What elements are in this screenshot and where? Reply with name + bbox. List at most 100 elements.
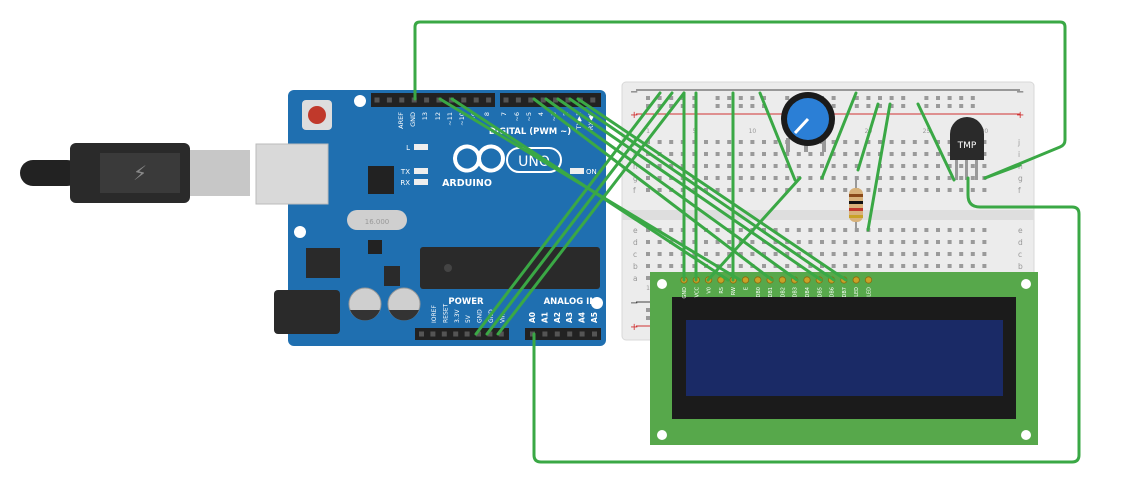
breadboard-rail-hole[interactable]	[750, 104, 755, 108]
wire[interactable]	[496, 91, 686, 336]
wire[interactable]	[532, 176, 1081, 464]
breadboard-hole[interactable]	[901, 188, 906, 192]
breadboard-rail-hole[interactable]	[878, 104, 882, 108]
breadboard-hole[interactable]	[727, 176, 732, 180]
breadboard-hole[interactable]	[762, 264, 766, 268]
breadboard-rail-hole[interactable]	[715, 96, 720, 100]
breadboard-hole[interactable]	[820, 188, 824, 192]
breadboard-hole[interactable]	[750, 240, 755, 244]
breadboard-hole[interactable]	[889, 140, 894, 144]
header-pin[interactable]	[503, 97, 509, 103]
breadboard-rail-hole[interactable]	[831, 96, 836, 100]
breadboard-hole[interactable]	[704, 140, 708, 144]
breadboard-hole[interactable]	[773, 140, 778, 144]
breadboard-hole[interactable]	[843, 240, 848, 244]
breadboard-hole[interactable]	[762, 152, 766, 156]
header-pin[interactable]	[386, 97, 392, 103]
breadboard-hole[interactable]	[796, 152, 801, 156]
breadboard-hole[interactable]	[982, 188, 987, 192]
breadboard-hole[interactable]	[738, 228, 743, 232]
breadboard-rail-hole[interactable]	[646, 316, 650, 320]
breadboard-hole[interactable]	[657, 164, 662, 168]
breadboard-hole[interactable]	[738, 152, 743, 156]
breadboard-hole[interactable]	[704, 188, 708, 192]
header-pin[interactable]	[464, 331, 470, 337]
lcd-pin[interactable]	[852, 276, 860, 284]
breadboard-hole[interactable]	[785, 176, 790, 180]
breadboard-hole[interactable]	[854, 164, 859, 168]
breadboard-hole[interactable]	[669, 228, 674, 232]
breadboard-hole[interactable]	[959, 264, 964, 268]
breadboard-hole[interactable]	[970, 176, 975, 180]
breadboard-hole[interactable]	[854, 252, 859, 256]
breadboard-hole[interactable]	[970, 252, 975, 256]
temperature-sensor[interactable]: TMP	[950, 117, 984, 180]
header-pin[interactable]	[461, 97, 467, 103]
breadboard-hole[interactable]	[704, 164, 708, 168]
breadboard-hole[interactable]	[657, 240, 662, 244]
breadboard-hole[interactable]	[901, 228, 906, 232]
breadboard-hole[interactable]	[750, 252, 755, 256]
breadboard-hole[interactable]	[727, 240, 732, 244]
breadboard-hole[interactable]	[646, 164, 650, 168]
breadboard-hole[interactable]	[982, 252, 987, 256]
breadboard-hole[interactable]	[657, 188, 662, 192]
breadboard-hole[interactable]	[704, 252, 708, 256]
breadboard-hole[interactable]	[843, 188, 848, 192]
breadboard-rail-hole[interactable]	[947, 96, 952, 100]
breadboard-hole[interactable]	[762, 228, 766, 232]
breadboard-hole[interactable]	[796, 252, 801, 256]
breadboard-rail-hole[interactable]	[646, 308, 650, 312]
header-pin[interactable]	[540, 97, 546, 103]
breadboard-hole[interactable]	[669, 140, 674, 144]
breadboard-hole[interactable]	[889, 188, 894, 192]
breadboard-hole[interactable]	[773, 152, 778, 156]
breadboard-rail-hole[interactable]	[970, 96, 975, 100]
wire[interactable]	[576, 97, 848, 282]
breadboard-hole[interactable]	[820, 164, 824, 168]
wire[interactable]	[820, 91, 858, 180]
breadboard-hole[interactable]	[715, 164, 720, 168]
breadboard-hole[interactable]	[970, 228, 975, 232]
breadboard-hole[interactable]	[901, 252, 906, 256]
breadboard-hole[interactable]	[924, 240, 929, 244]
wire[interactable]	[706, 176, 802, 282]
breadboard-hole[interactable]	[715, 228, 720, 232]
breadboard-hole[interactable]	[843, 140, 848, 144]
breadboard-hole[interactable]	[808, 164, 813, 168]
breadboard-hole[interactable]	[912, 252, 917, 256]
breadboard-hole[interactable]	[762, 176, 766, 180]
breadboard-hole[interactable]	[924, 264, 929, 268]
breadboard-hole[interactable]	[970, 164, 975, 168]
breadboard-hole[interactable]	[901, 240, 906, 244]
breadboard-rail-hole[interactable]	[669, 104, 674, 108]
breadboard-hole[interactable]	[936, 164, 940, 168]
breadboard-hole[interactable]	[738, 188, 743, 192]
breadboard-hole[interactable]	[959, 164, 964, 168]
breadboard-hole[interactable]	[808, 252, 813, 256]
breadboard-hole[interactable]	[936, 176, 940, 180]
wire[interactable]	[866, 102, 892, 232]
breadboard-hole[interactable]	[773, 176, 778, 180]
breadboard-hole[interactable]	[843, 176, 848, 180]
breadboard-hole[interactable]	[982, 240, 987, 244]
breadboard-hole[interactable]	[901, 176, 906, 180]
breadboard-hole[interactable]	[727, 152, 732, 156]
lcd-pin[interactable]	[803, 276, 811, 284]
breadboard-hole[interactable]	[692, 240, 697, 244]
breadboard-hole[interactable]	[843, 152, 848, 156]
breadboard-hole[interactable]	[878, 188, 882, 192]
breadboard-hole[interactable]	[762, 188, 766, 192]
header-pin[interactable]	[441, 331, 447, 337]
breadboard-hole[interactable]	[715, 188, 720, 192]
breadboard-hole[interactable]	[692, 228, 697, 232]
header-pin[interactable]	[498, 331, 504, 337]
header-pin[interactable]	[542, 331, 548, 337]
breadboard-hole[interactable]	[715, 152, 720, 156]
wire[interactable]	[485, 91, 674, 336]
breadboard-hole[interactable]	[773, 228, 778, 232]
breadboard-rail-hole[interactable]	[924, 104, 929, 108]
breadboard-hole[interactable]	[854, 152, 859, 156]
breadboard-hole[interactable]	[820, 264, 824, 268]
